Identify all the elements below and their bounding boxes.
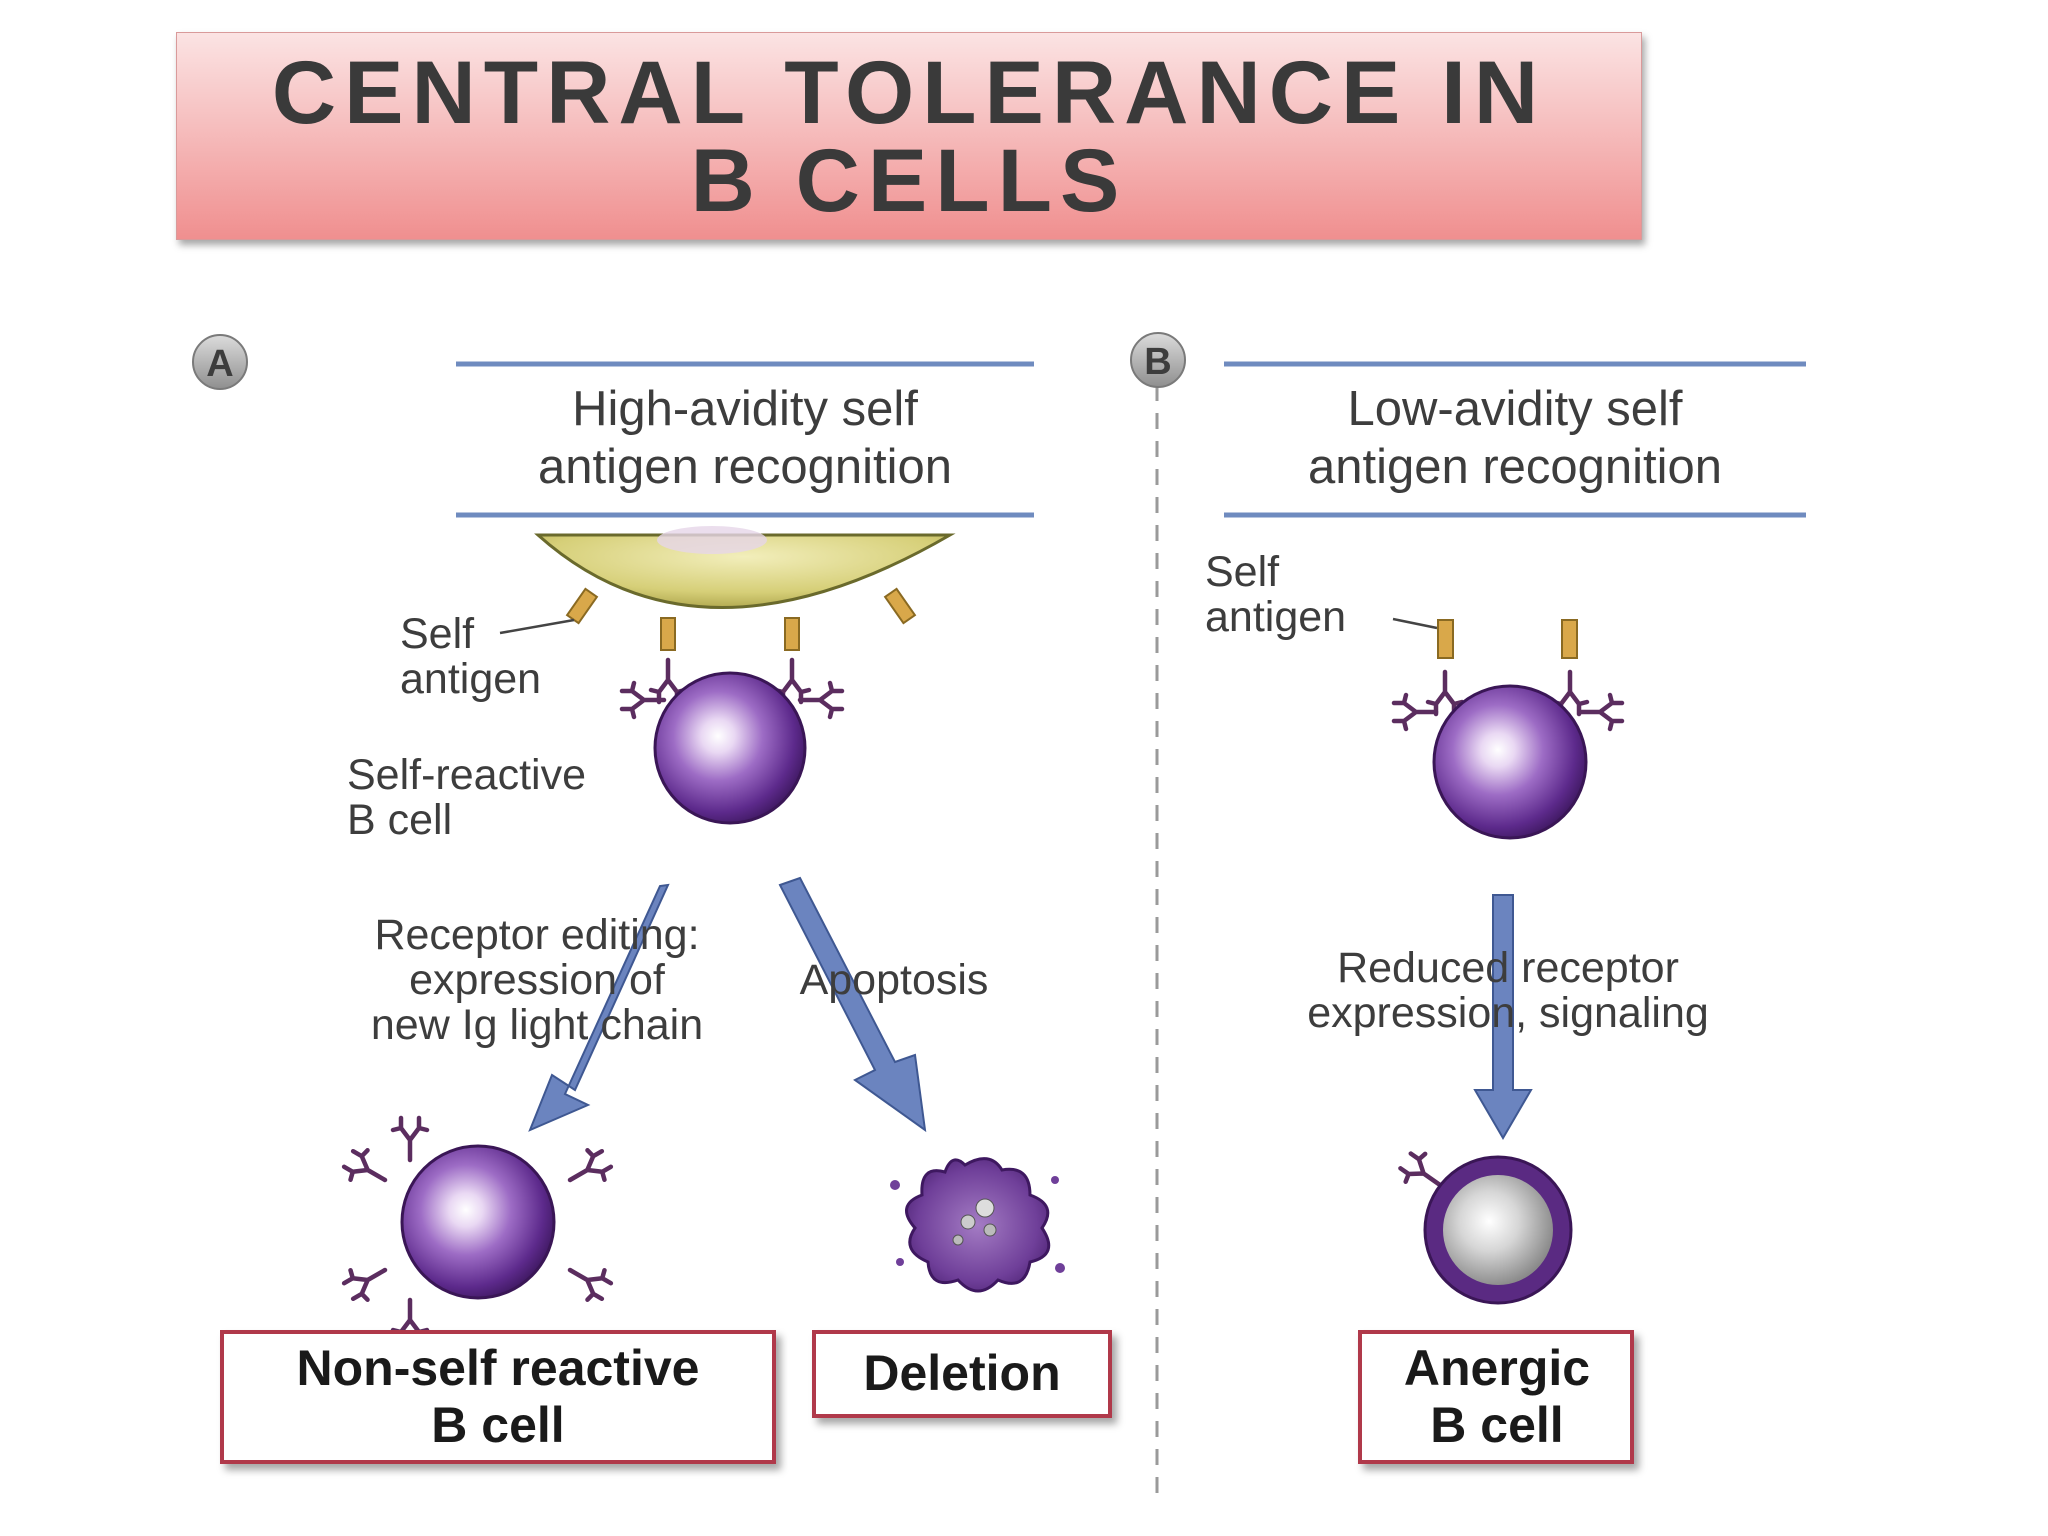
panel-b-header-line-1: Low-avidity self [1348, 382, 1683, 436]
outcome-non-self-line-2: B cell [431, 1397, 564, 1453]
low-avidity-b-cell [1394, 672, 1622, 840]
reduced-signaling-arrow [1473, 894, 1533, 1140]
panel-a-self-antigen-pointer [499, 618, 575, 635]
free-antigen-1 [1437, 619, 1454, 659]
outcome-anergic-box [1358, 1330, 1634, 1464]
apc-antigen-4 [883, 587, 917, 625]
apc-nucleus [657, 526, 767, 554]
title-line-1: CENTRAL TOLERANCE IN [271, 42, 1547, 142]
reduced-receptor-line-1: Reduced receptor [1337, 944, 1679, 992]
free-antigen-2 [1561, 619, 1578, 659]
title-banner: CENTRAL TOLERANCE IN B CELLS [176, 32, 1642, 240]
panel-a-letter: A [206, 343, 233, 385]
apoptosis-label: Apoptosis [800, 956, 989, 1004]
reduced-receptor-line-2: expression, signaling [1307, 989, 1709, 1037]
panel-a: A High-avidity self antigen recognition … [192, 334, 1112, 1464]
panel-b-self-antigen-pointer [1392, 617, 1438, 630]
panel-b-header-line-2: antigen recognition [1308, 440, 1722, 494]
outcome-non-self-line-1: Non-self reactive [297, 1340, 700, 1396]
panel-b: B Low-avidity self antigen recognition S… [1130, 332, 1806, 1464]
panel-a-b-cell-line-1: Self-reactive [347, 751, 586, 799]
panel-b-letter-badge [1130, 332, 1186, 388]
panel-a-b-cell-line-2: B cell [347, 796, 452, 844]
panel-a-letter-badge [192, 334, 248, 390]
apoptotic-cell [890, 1157, 1065, 1293]
panel-b-letter: B [1144, 341, 1171, 383]
edited-b-cell [340, 1118, 615, 1342]
panel-a-self-antigen-line-2: antigen [400, 655, 541, 703]
panel-b-self-antigen-line-1: Self [1205, 548, 1280, 596]
apc-antigen-1 [565, 587, 599, 625]
panel-a-self-antigen-line-1: Self [400, 610, 475, 658]
apc-antigen-2 [660, 617, 676, 651]
outcome-deletion-box [812, 1330, 1112, 1418]
panel-a-header-line-2: antigen recognition [538, 440, 952, 494]
apc-cell [534, 533, 956, 609]
apoptosis-arrow [778, 876, 927, 1133]
panel-a-header-line-1: High-avidity self [572, 382, 918, 436]
outcome-anergic-line-1: Anergic [1404, 1340, 1590, 1396]
outcome-non-self-box [220, 1330, 776, 1464]
title-line-2: B CELLS [690, 130, 1128, 230]
apc-antigen-3 [784, 617, 800, 651]
self-reactive-b-cell [622, 660, 842, 825]
outcome-deletion-label: Deletion [863, 1345, 1060, 1401]
receptor-editing-arrow [528, 883, 670, 1132]
receptor-editing-line-3: new Ig light chain [371, 1001, 703, 1049]
outcome-anergic-line-2: B cell [1430, 1397, 1563, 1453]
anergic-b-cell [1396, 1147, 1573, 1305]
receptor-editing-line-2: expression of [409, 956, 666, 1004]
receptor-editing-line-1: Receptor editing: [374, 911, 699, 959]
panel-b-self-antigen-line-2: antigen [1205, 593, 1346, 641]
